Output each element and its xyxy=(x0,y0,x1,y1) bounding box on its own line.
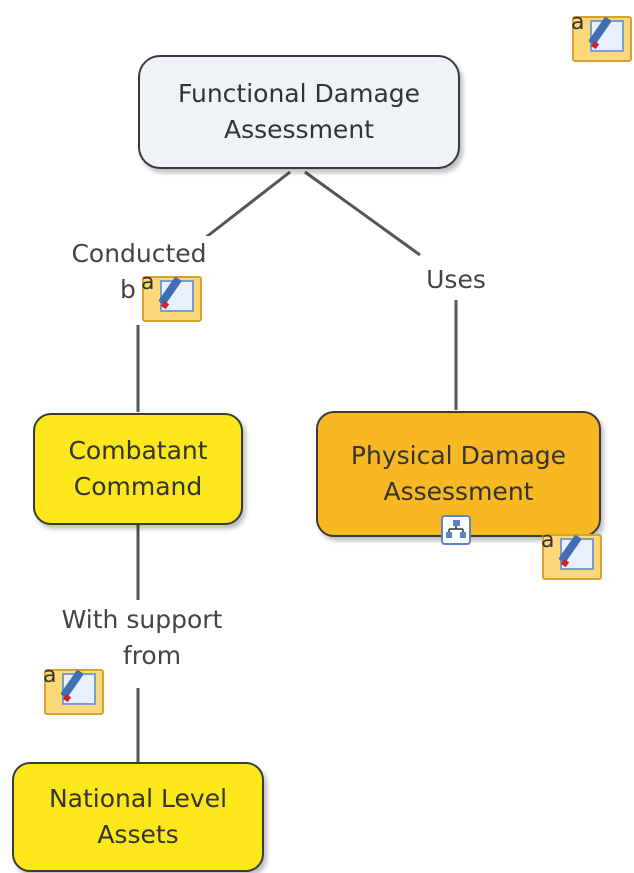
concept-label-line: Assessment xyxy=(224,115,374,144)
concept-label-line: Command xyxy=(73,472,203,501)
concept-label-line: Assets xyxy=(97,820,179,849)
annotation-note-icon[interactable]: a xyxy=(538,528,602,580)
concept-label-line: Physical Damage xyxy=(350,440,567,470)
link-label-line: from xyxy=(122,641,182,671)
annotation-note-icon[interactable]: a xyxy=(568,10,632,62)
concept-label-line: Assessment xyxy=(383,477,534,506)
concept-label-line: Functional Damage xyxy=(177,78,421,108)
link-label-line: Conducted xyxy=(71,239,207,268)
concept-functional-damage-assessment[interactable]: Functional Damage Assessment xyxy=(138,55,460,169)
link-label-uses[interactable]: Uses xyxy=(414,262,498,299)
annotation-letter: a xyxy=(141,270,155,295)
concept-national-level-assets[interactable]: National Level Assets xyxy=(12,762,264,872)
concept-label-line: Combatant xyxy=(68,435,208,465)
annotation-letter: a xyxy=(541,528,555,553)
submap-icon[interactable] xyxy=(441,515,471,545)
concept-label-line: National Level xyxy=(48,783,228,813)
annotation-letter: a xyxy=(571,10,585,35)
line-functional-to-conducted xyxy=(204,170,291,240)
annotation-letter: a xyxy=(43,663,57,688)
link-label-line: With support xyxy=(61,605,223,634)
link-label-line: b xyxy=(120,275,136,305)
annotation-note-icon[interactable]: a xyxy=(40,663,104,715)
link-label-conducted-by[interactable]: Conducted b xyxy=(58,236,220,309)
line-functional-to-uses xyxy=(304,170,421,257)
concept-physical-damage-assessment[interactable]: Physical Damage Assessment xyxy=(316,411,601,537)
annotation-note-icon[interactable]: a xyxy=(138,270,202,322)
concept-combatant-command[interactable]: Combatant Command xyxy=(33,413,243,525)
link-label-with-support-from[interactable]: With support from xyxy=(40,602,244,675)
